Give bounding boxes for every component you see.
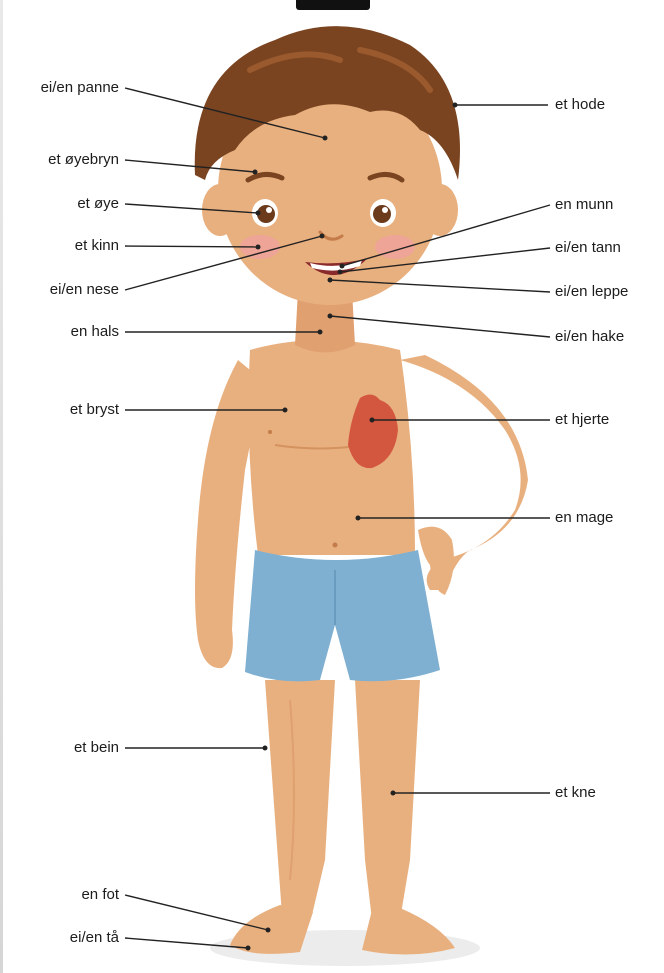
legs bbox=[265, 680, 420, 920]
label-kne: et kne bbox=[555, 784, 596, 802]
label-hjerte: et hjerte bbox=[555, 411, 609, 429]
label-fot: en fot bbox=[5, 886, 119, 904]
label-mage: en mage bbox=[555, 509, 613, 527]
label-leppe: ei/en leppe bbox=[555, 283, 628, 301]
label-kinn: et kinn bbox=[5, 237, 119, 255]
label-hode: et hode bbox=[555, 96, 605, 114]
shorts bbox=[245, 550, 440, 681]
label-hake: ei/en hake bbox=[555, 328, 624, 346]
right-arm bbox=[400, 355, 528, 590]
label-ta: ei/en tå bbox=[5, 929, 119, 947]
label-munn: en munn bbox=[555, 196, 613, 214]
label-bryst: et bryst bbox=[5, 401, 119, 419]
label-tann: ei/en tann bbox=[555, 239, 621, 257]
label-hals: en hals bbox=[5, 323, 119, 341]
label-panne: ei/en panne bbox=[5, 79, 119, 97]
label-oyebryn: et øyebryn bbox=[5, 151, 119, 169]
label-oye: et øye bbox=[5, 195, 119, 213]
label-bein: et bein bbox=[5, 739, 119, 757]
label-nese: ei/en nese bbox=[5, 281, 119, 299]
